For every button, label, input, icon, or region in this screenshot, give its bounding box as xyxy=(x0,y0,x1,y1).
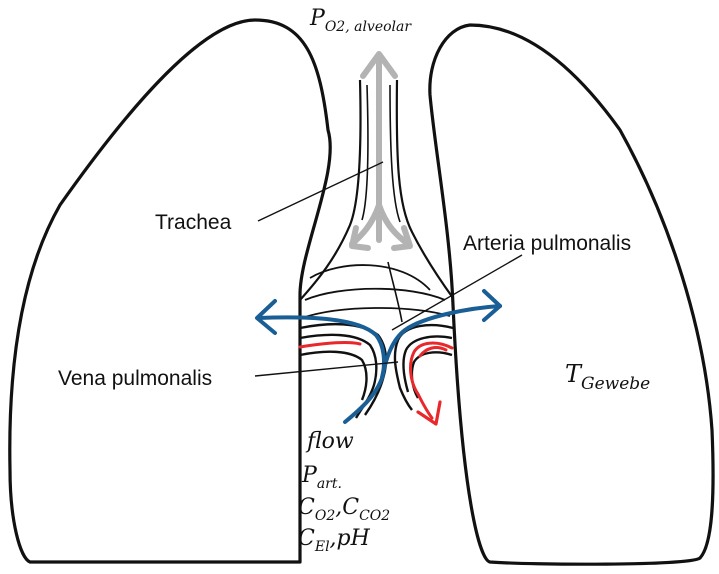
c-co2-sub: CO2 xyxy=(359,508,390,524)
ph-text: ,pH xyxy=(330,526,371,551)
left-lung-outline xyxy=(10,20,330,562)
bronchus-line-2 xyxy=(305,289,445,300)
comma: , xyxy=(335,495,342,520)
trachea-outer-left xyxy=(300,80,361,300)
p-art-label: Part. xyxy=(301,463,342,492)
arteria-pulmonalis-label: Arteria pulmonalis xyxy=(463,232,631,255)
trachea-label: Trachea xyxy=(155,211,232,234)
flow-label: flow xyxy=(305,429,354,454)
bronchus-line-1 xyxy=(310,265,430,290)
electrolyte-ph-label: CEl,pH xyxy=(298,526,371,555)
blue-vessel xyxy=(257,291,500,422)
arteria-leader-line xyxy=(392,255,522,330)
c-el-main: C xyxy=(298,526,315,551)
t-gewebe-label: TGewebe xyxy=(565,360,650,394)
c-el-sub: El xyxy=(314,539,330,555)
p-art-sub: art. xyxy=(317,476,342,492)
p-art-main: P xyxy=(301,463,318,488)
c-co2-main: C xyxy=(342,495,359,520)
po2-sub: O2, alveolar xyxy=(325,19,413,35)
po2-main: P xyxy=(309,6,326,31)
right-lung-outline xyxy=(430,25,713,564)
concentration-label: CO2,CCO2 xyxy=(298,495,390,524)
c-o2-main: C xyxy=(298,495,315,520)
trachea-inner-left xyxy=(362,85,368,220)
vena-pulmonalis-label: Vena pulmonalis xyxy=(58,367,212,390)
t-sub: Gewebe xyxy=(581,374,650,394)
c-o2-sub: O2 xyxy=(315,508,335,524)
trachea-outer-right xyxy=(397,80,453,298)
po2-alveolar-label: PO2, alveolar xyxy=(309,6,412,35)
